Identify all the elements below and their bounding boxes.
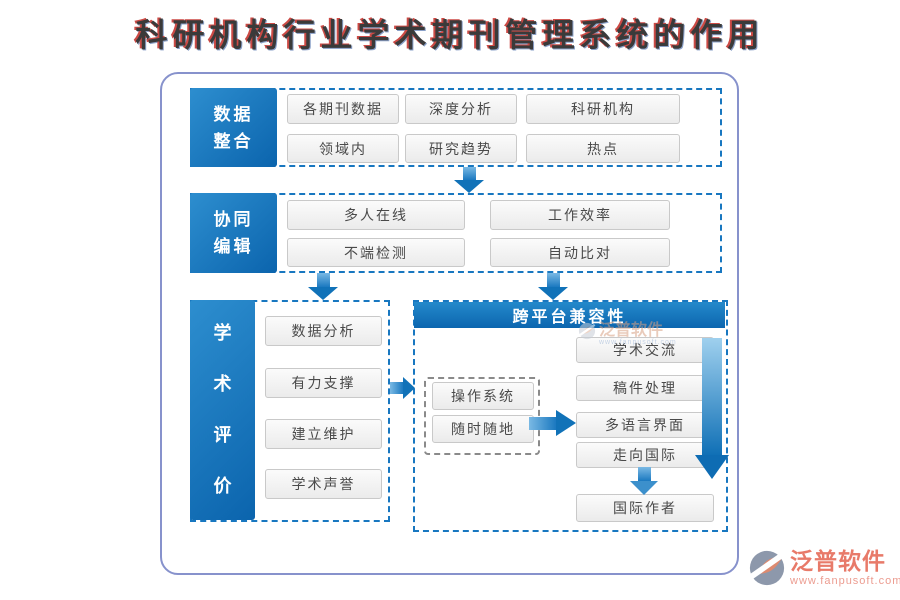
- label-collab-editing-text: 协同编辑: [213, 210, 254, 256]
- arrow-shaft: [546, 273, 560, 287]
- node-build-maintain: 建立维护: [265, 419, 382, 449]
- arrow-down-icon: [538, 273, 568, 300]
- node-multi-user-online: 多人在线: [287, 200, 465, 230]
- arrow-head: [630, 481, 658, 495]
- arrow-down-icon: [630, 467, 658, 495]
- node-misconduct-detection: 不端检测: [287, 238, 465, 267]
- arrow-head: [308, 287, 338, 300]
- node-strong-support: 有力支撑: [265, 368, 382, 398]
- label-academic-eval-text: 学术评价: [213, 323, 232, 496]
- node-auto-compare: 自动比对: [490, 238, 670, 267]
- node-data-analysis: 数据分析: [265, 316, 382, 346]
- brand-name: 泛普软件: [790, 549, 886, 574]
- node-hotspots: 热点: [526, 134, 680, 163]
- node-multilingual-ui: 多语言界面: [576, 412, 714, 438]
- node-deep-analysis: 深度分析: [405, 94, 517, 124]
- arrow-head: [454, 180, 484, 193]
- node-anytime-anywhere: 随时随地: [432, 415, 534, 443]
- cross-platform-header: 跨平台兼容性: [414, 302, 725, 328]
- big-arrow-down-head: [695, 455, 729, 479]
- arrow-right-icon: [390, 377, 415, 399]
- fanpu-logo-icon: [748, 550, 785, 586]
- arrow-down-icon: [308, 273, 338, 300]
- label-data-integration: 数据整合: [190, 88, 277, 167]
- diagram-title: 科研机构行业学术期刊管理系统的作用: [135, 17, 765, 53]
- node-go-international: 走向国际: [576, 442, 714, 468]
- node-academic-exchange: 学术交流: [576, 337, 714, 363]
- arrow-shaft: [637, 467, 651, 481]
- arrow-shaft: [390, 382, 403, 394]
- node-in-field: 领域内: [287, 134, 399, 163]
- arrow-shaft: [316, 273, 330, 287]
- arrow-head: [538, 287, 568, 300]
- label-academic-eval: 学术评价: [190, 300, 255, 520]
- label-collab-editing: 协同编辑: [190, 193, 277, 273]
- brand-url: www.fanpusoft.com: [790, 575, 900, 587]
- arrow-head: [403, 377, 415, 399]
- arrow-shaft: [529, 416, 556, 430]
- node-academic-reputation: 学术声誉: [265, 469, 382, 499]
- node-work-efficiency: 工作效率: [490, 200, 670, 230]
- node-research-trends: 研究趋势: [405, 134, 517, 163]
- arrow-shaft: [462, 167, 476, 180]
- big-arrow-down-shaft: [702, 338, 722, 455]
- node-manuscript-processing: 稿件处理: [576, 375, 714, 401]
- arrow-down-icon: [454, 167, 484, 193]
- node-research-institution: 科研机构: [526, 94, 680, 124]
- node-international-authors: 国际作者: [576, 494, 714, 522]
- node-operating-system: 操作系统: [432, 382, 534, 410]
- arrow-head: [556, 410, 576, 436]
- node-journal-data: 各期刊数据: [287, 94, 399, 124]
- brand-footer: 泛普软件 www.fanpusoft.com: [748, 549, 900, 587]
- label-data-integration-text: 数据整合: [213, 104, 254, 151]
- arrow-right-icon: [529, 410, 576, 436]
- brand-text-block: 泛普软件 www.fanpusoft.com: [790, 549, 900, 587]
